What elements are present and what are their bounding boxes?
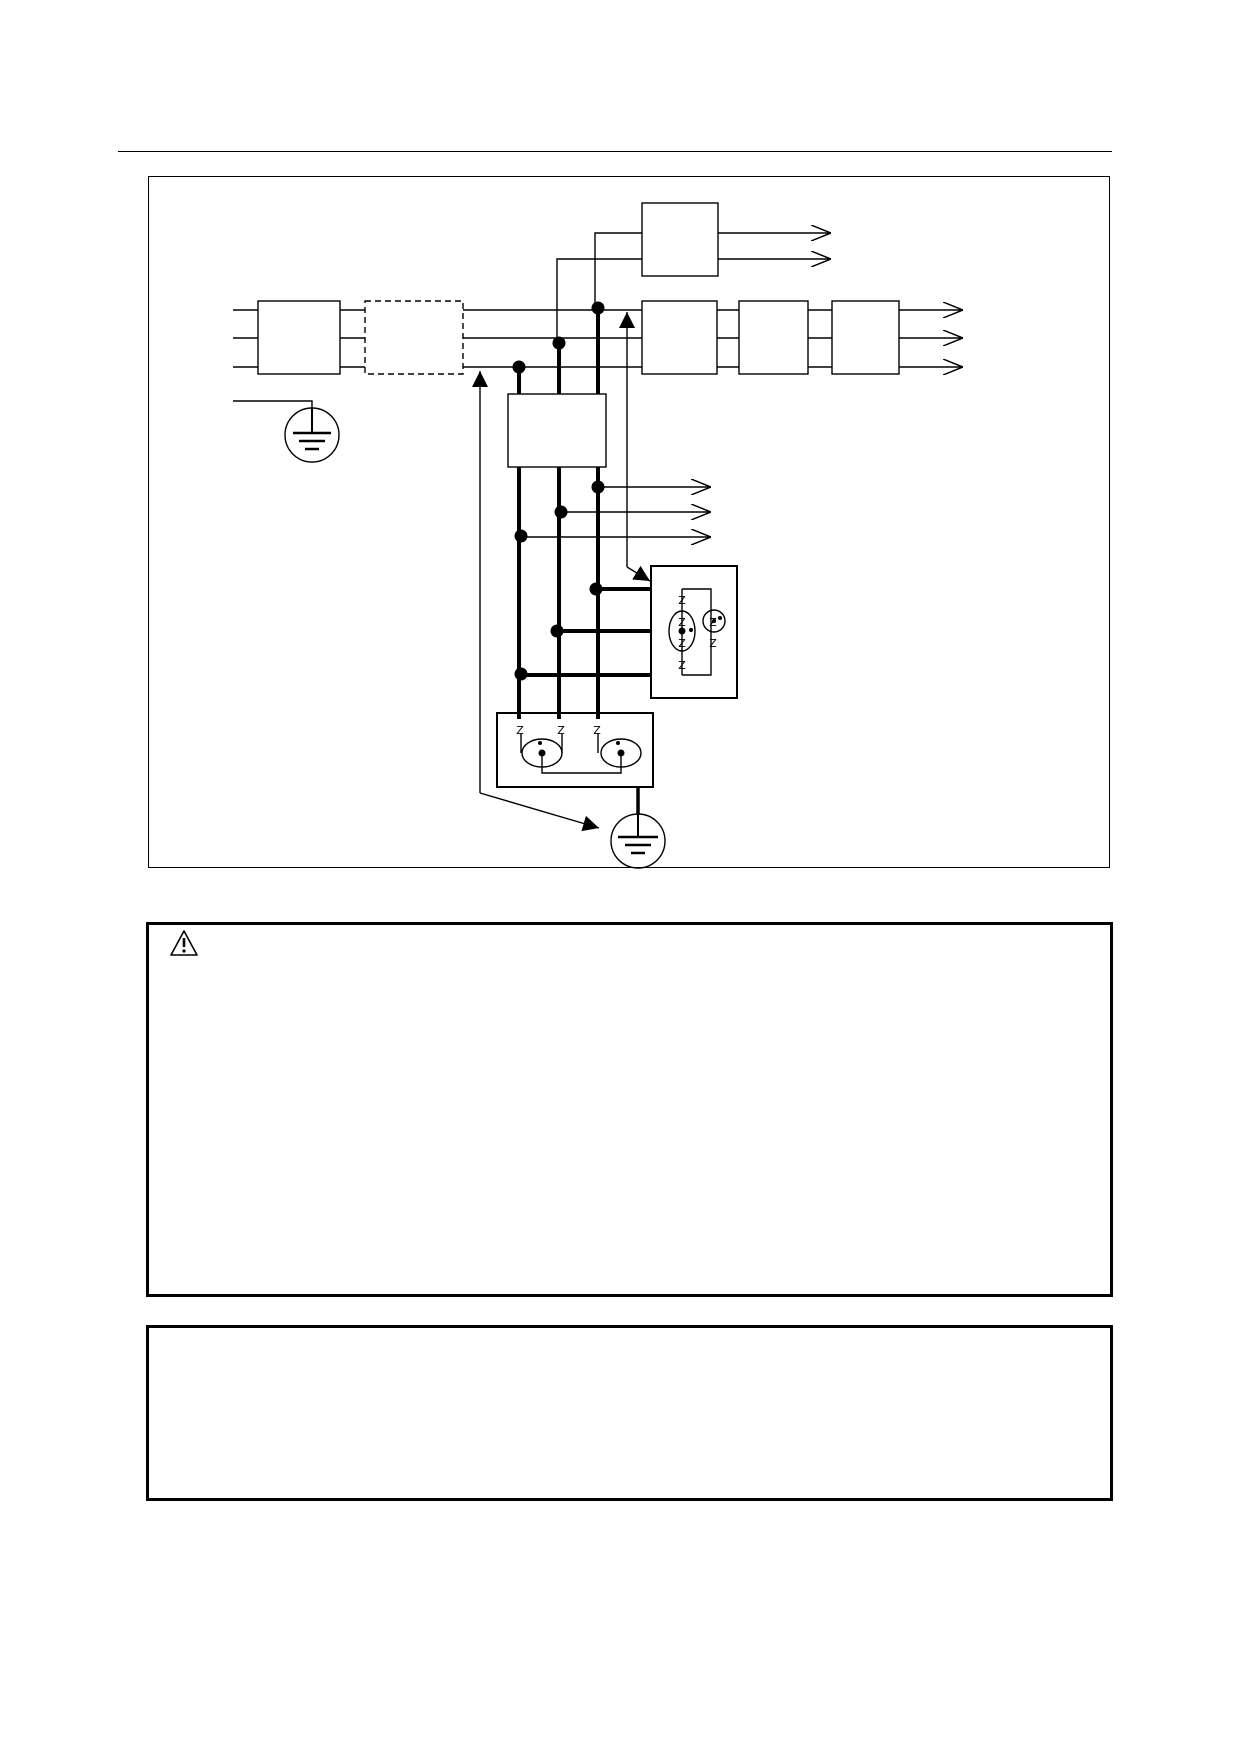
output-arrows [899,310,963,367]
branch-device-box [507,393,607,468]
grounding-terminal-box [496,712,654,788]
ground-symbol-bottom [610,813,666,869]
surge-element-right [702,609,726,633]
heavy-conductors [517,310,651,719]
terminal-label: Z [678,616,686,629]
terminal-label: Z [678,594,686,607]
box-interconnect-lines [717,309,832,368]
junction-dots [512,301,722,757]
wiring-diagram: Z Z Z Z Z Z Z Z Z [233,202,963,869]
input-device-box [257,300,341,375]
auxiliary-top-box [641,202,719,277]
terminal-label: Z [593,724,601,737]
wiring-diagram-frame: Z Z Z Z Z Z Z Z Z [148,176,1110,869]
surge-element-left [668,610,696,652]
terminal-label: Z [557,724,565,737]
warning-box [146,922,1113,1297]
note-box [146,1325,1113,1501]
measurement-arrow-ground [479,792,600,832]
bus-lines-box1-box2 [340,309,365,368]
terminal-label: Z [678,637,686,650]
measurement-arrow-right-tip [626,565,651,582]
terminal-label: Z [709,616,717,629]
motor-box [831,300,900,375]
warning-triangle-icon [169,929,199,957]
input-lines [233,309,258,368]
header-rule [118,151,1112,152]
ground-symbol-left [284,407,340,463]
drive-box [641,300,718,375]
main-bus-lines [463,309,642,368]
ground-lead-left [233,400,313,409]
terminal-label: Z [516,724,524,737]
terminal-label: Z [709,637,717,650]
optional-device-box [364,300,464,375]
filter-box [738,300,809,375]
branch-outputs [519,487,711,537]
surge-protector-box [650,565,738,699]
terminal-label: Z [678,659,686,672]
auxiliary-top-feeds [556,233,831,343]
